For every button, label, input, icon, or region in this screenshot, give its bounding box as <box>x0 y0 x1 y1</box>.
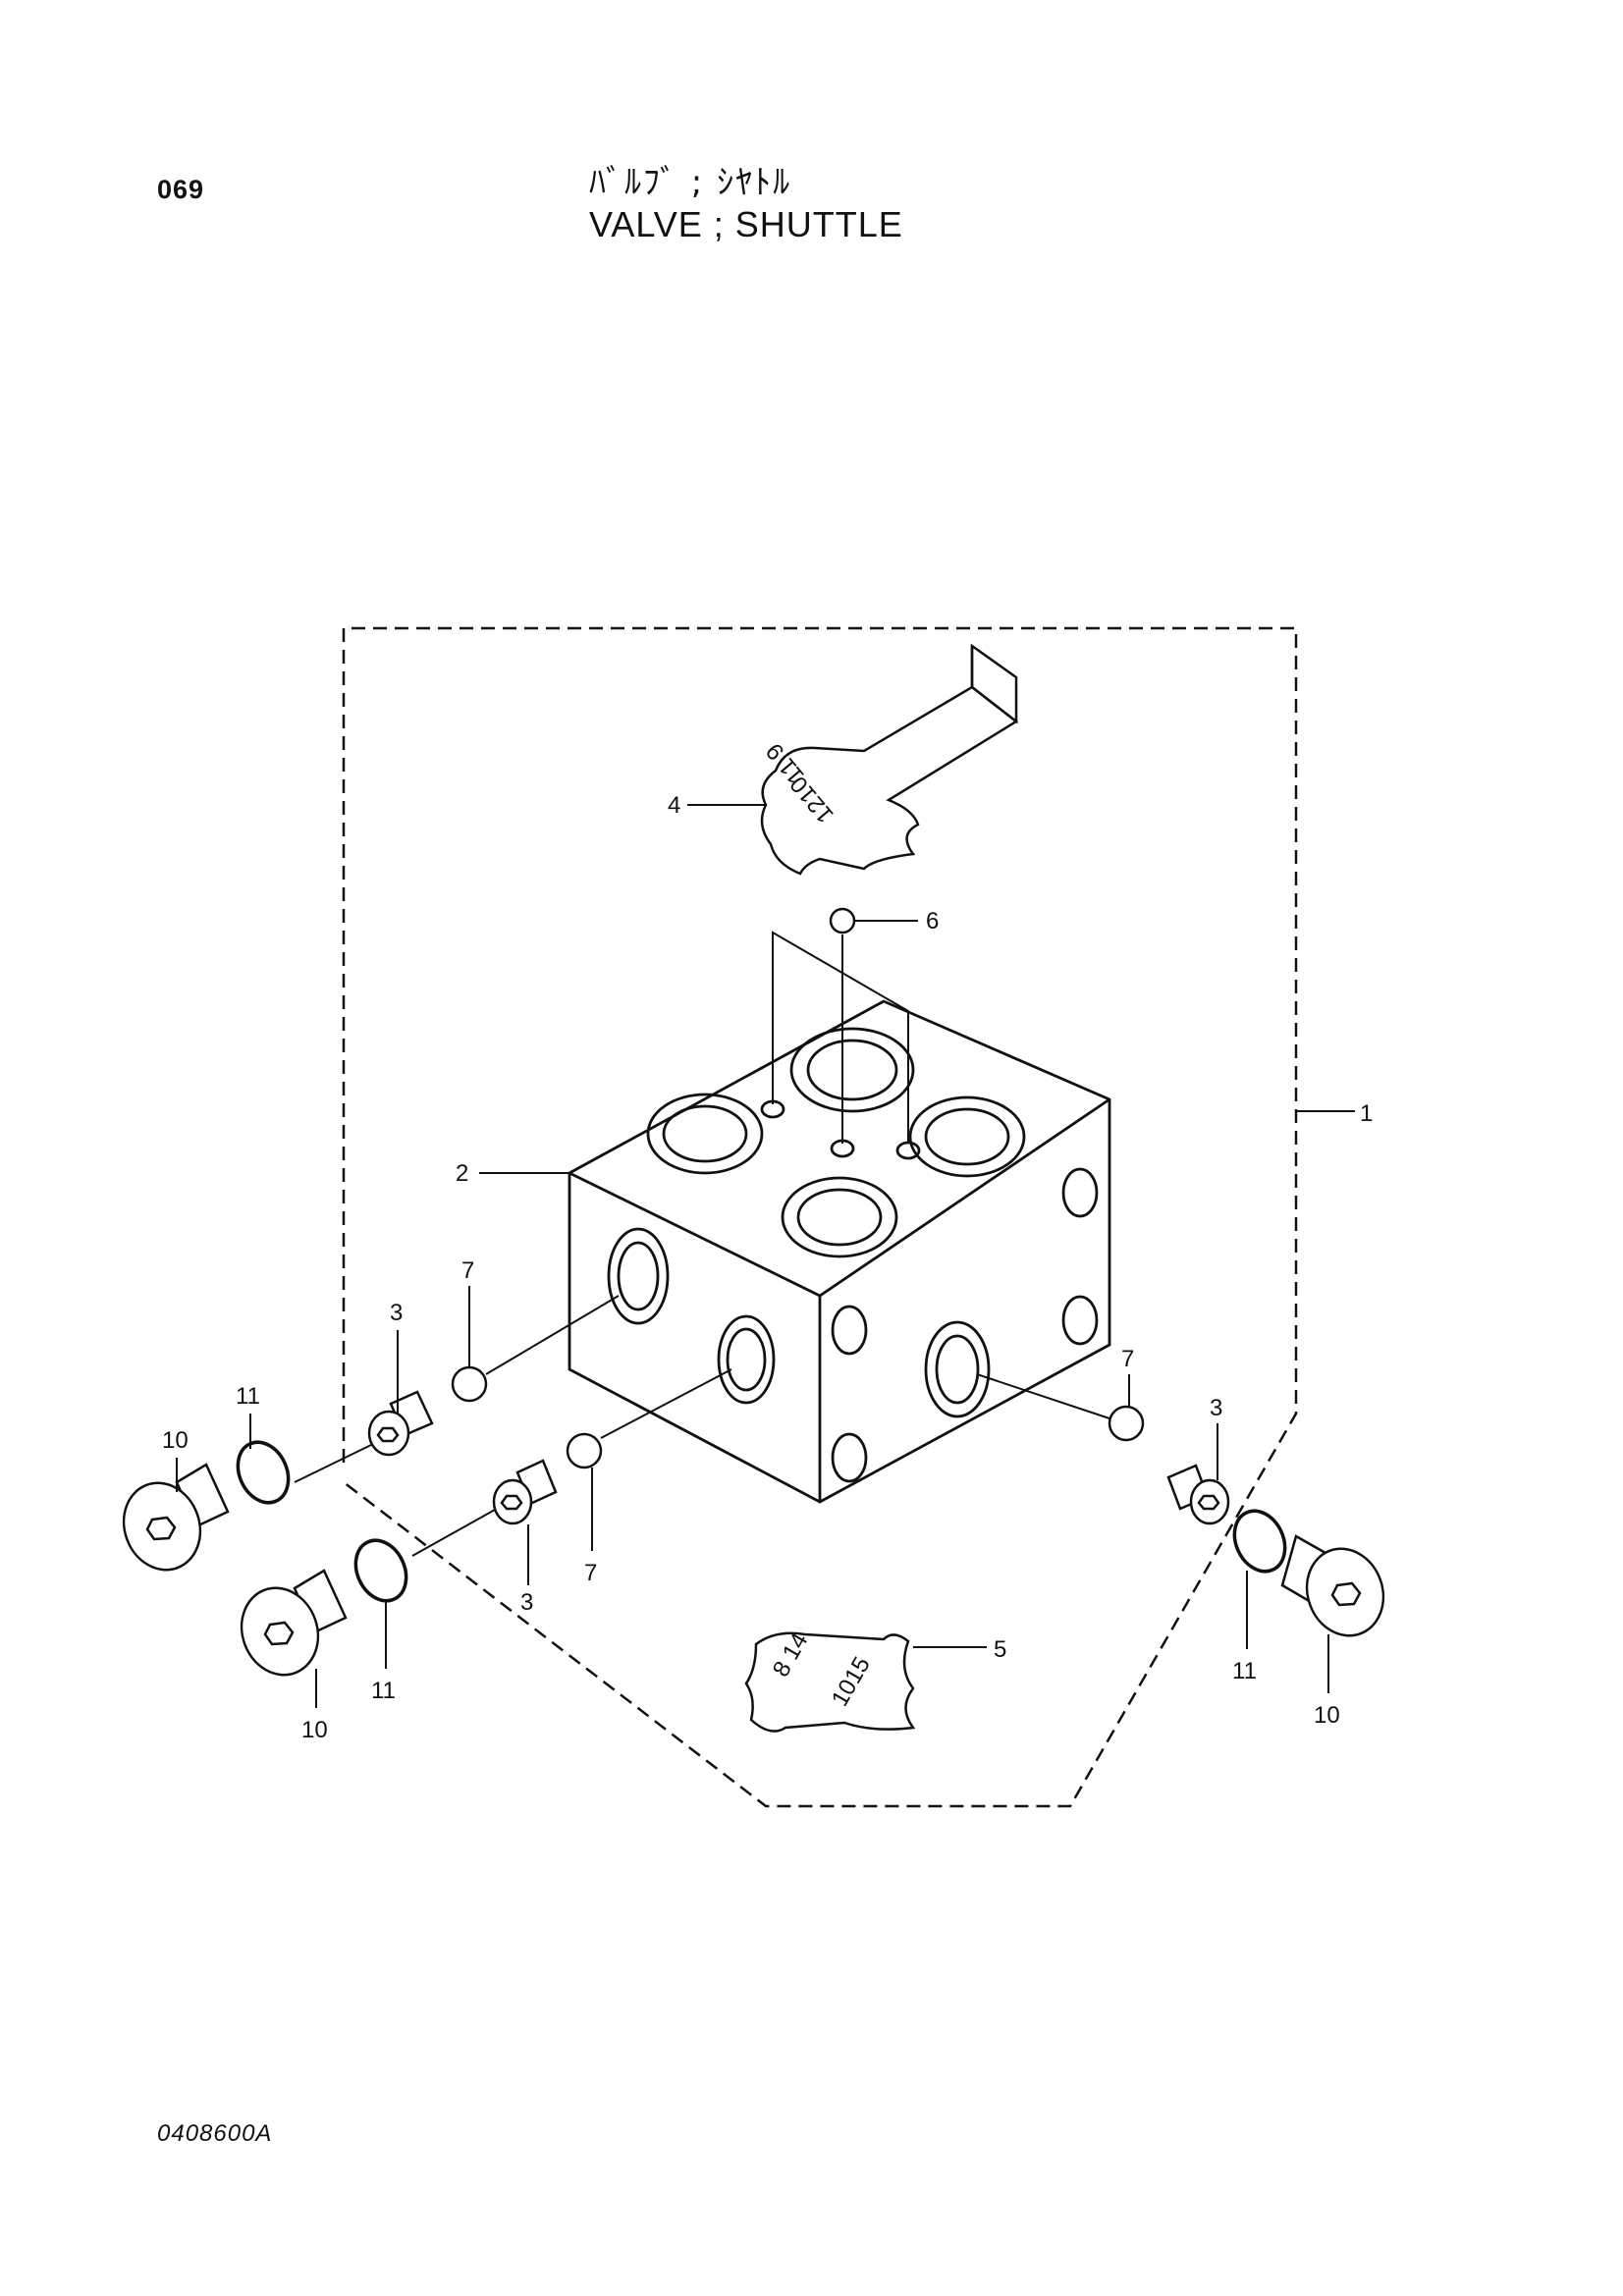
ball-7-right <box>1108 1405 1145 1442</box>
callout-2: 2 <box>456 1160 468 1187</box>
assembly-boundary <box>342 626 1298 1808</box>
callout-3-left: 3 <box>390 1300 403 1326</box>
callout-5: 5 <box>994 1636 1006 1663</box>
o-ring-left <box>236 1440 291 1505</box>
callout-11-right: 11 <box>1232 1658 1257 1684</box>
callout-11-center: 11 <box>371 1678 396 1704</box>
tag-bottom-number: 1015 <box>827 1652 876 1711</box>
plug-3-left <box>367 1390 434 1457</box>
valve-block <box>568 999 1111 1504</box>
callout-10-right: 10 <box>1314 1702 1340 1729</box>
plug-3-right <box>1166 1464 1230 1525</box>
plug-lead-lines <box>294 1444 496 1557</box>
callout-10-center: 10 <box>301 1717 328 1743</box>
callout-7-center: 7 <box>584 1560 597 1586</box>
o-ring-center <box>353 1538 408 1603</box>
drawing-code: 0408600A <box>157 2120 273 2147</box>
title-english: VALVE ; SHUTTLE <box>589 204 903 244</box>
callout-6: 6 <box>926 908 939 934</box>
callout-3-right: 3 <box>1210 1395 1222 1421</box>
page-number: 069 <box>157 175 205 204</box>
ball-lead-lines <box>485 1295 1110 1439</box>
orifice-lead-lines <box>772 931 909 1144</box>
callout-7-left: 7 <box>461 1257 474 1284</box>
plug-3-center <box>492 1459 558 1525</box>
ball-6 <box>829 907 856 934</box>
callout-3-center: 3 <box>520 1589 533 1616</box>
title-japanese: ﾊﾞﾙﾌﾞ ; ｼﾔﾄﾙ <box>589 163 792 202</box>
plug-10-left <box>122 1463 230 1572</box>
ball-7-left <box>451 1365 488 1403</box>
callout-10-left: 10 <box>162 1427 189 1454</box>
callout-1: 1 <box>1360 1100 1373 1127</box>
plug-10-center <box>240 1569 348 1677</box>
o-ring-right <box>1232 1509 1287 1574</box>
tag-plate-bottom: 1015 8 14 <box>744 1629 916 1733</box>
leader-lines <box>176 804 1355 1708</box>
callout-4: 4 <box>668 792 680 819</box>
callout-11-left: 11 <box>236 1383 260 1410</box>
ball-7-center <box>566 1432 603 1469</box>
tag-plate-top: 1210 11 9 <box>760 643 1019 876</box>
callout-7-right: 7 <box>1121 1346 1134 1372</box>
plug-10-right <box>1280 1534 1385 1637</box>
